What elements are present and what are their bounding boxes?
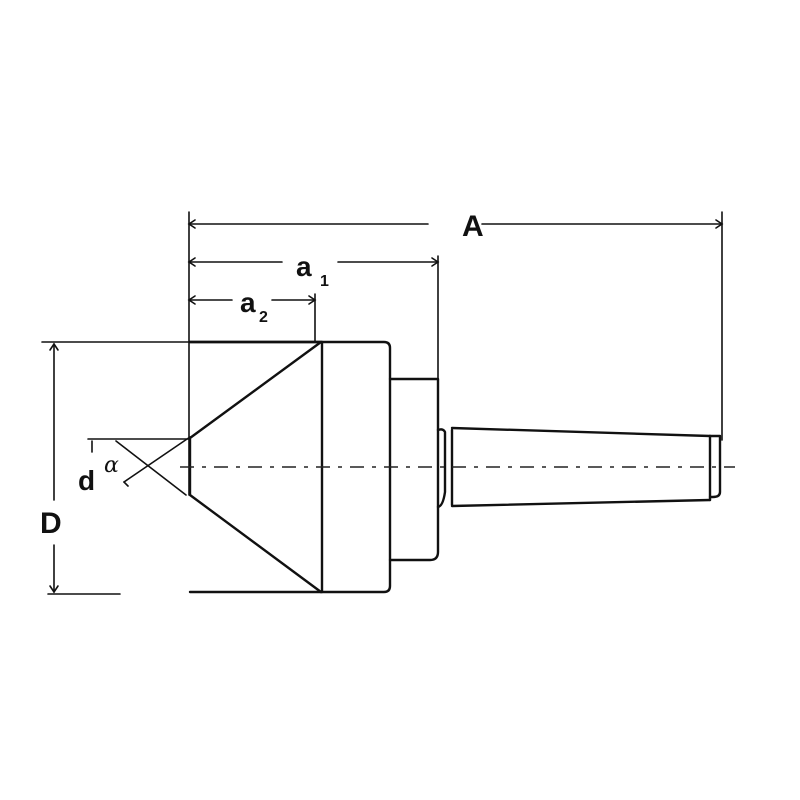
dimension-d-alpha: d α	[78, 436, 191, 496]
dimension-a1: a 1	[187, 251, 440, 379]
dimension-D: D	[40, 341, 191, 595]
label-a2-subscript: 2	[259, 309, 268, 326]
dimension-A: A	[187, 210, 724, 496]
label-a1: a	[296, 251, 312, 282]
label-alpha: α	[104, 453, 119, 478]
label-A: A	[462, 210, 484, 243]
dimension-a2: a 2	[187, 287, 317, 343]
label-D: D	[40, 507, 62, 540]
label-d: d	[78, 465, 95, 496]
label-a1-subscript: 1	[320, 273, 329, 290]
label-a2: a	[240, 287, 256, 318]
